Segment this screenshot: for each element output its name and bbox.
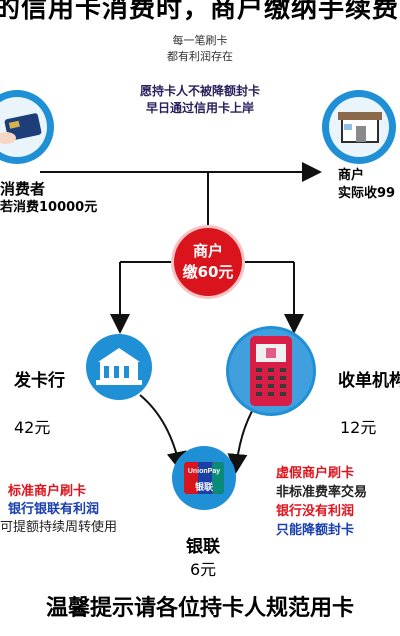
consumer-detail: 若消费10000元 (0, 200, 98, 215)
footer-reminder: 温馨提示请各位持卡人规范用卡 (45, 596, 354, 621)
bank-icon (86, 334, 152, 400)
top-note: 每一笔刷卡 都有利润存在 (167, 34, 233, 63)
consumer-card-icon (0, 90, 54, 164)
issuer-note-2: 银行银联有利润 (8, 502, 100, 517)
shop-icon (322, 90, 396, 164)
merchant-fee-badge: 商户 缴60元 (174, 228, 242, 296)
acquirer-note-4: 只能降额封卡 (276, 523, 355, 538)
acquirer-label: 收单机构 (338, 371, 400, 391)
consumer-label: 消费者 (0, 180, 46, 198)
acquirer-note-1: 虚假商户刷卡 (276, 466, 355, 481)
unionpay-label: 银联 (186, 537, 220, 557)
merchant-detail: 实际收99 (338, 186, 396, 201)
acquirer-note-2: 非标准费率交易 (276, 485, 368, 500)
pos-terminal-icon (226, 326, 316, 416)
page-title: 的信用卡消费时，商户缴纳手续费的分配图 (0, 0, 400, 22)
merchant-label: 商户 (338, 168, 365, 183)
issuer-amount: 42元 (14, 418, 51, 437)
issuer-note-3: 可提额持续周转使用 (0, 520, 118, 535)
issuer-note-1: 标准商户刷卡 (8, 484, 87, 499)
issuer-label: 发卡行 (14, 371, 65, 391)
unionpay-amount: 6元 (190, 560, 217, 579)
acquirer-amount: 12元 (340, 418, 377, 437)
wish-note: 愿持卡人不被降额封卡 早日通过信用卡上岸 (139, 84, 260, 115)
acquirer-note-3: 银行没有利润 (276, 504, 355, 519)
unionpay-logo: UnionPay 银联 (172, 446, 236, 510)
title-text: 的信用卡消费时，商户缴纳手续费的分配图 (0, 0, 400, 22)
